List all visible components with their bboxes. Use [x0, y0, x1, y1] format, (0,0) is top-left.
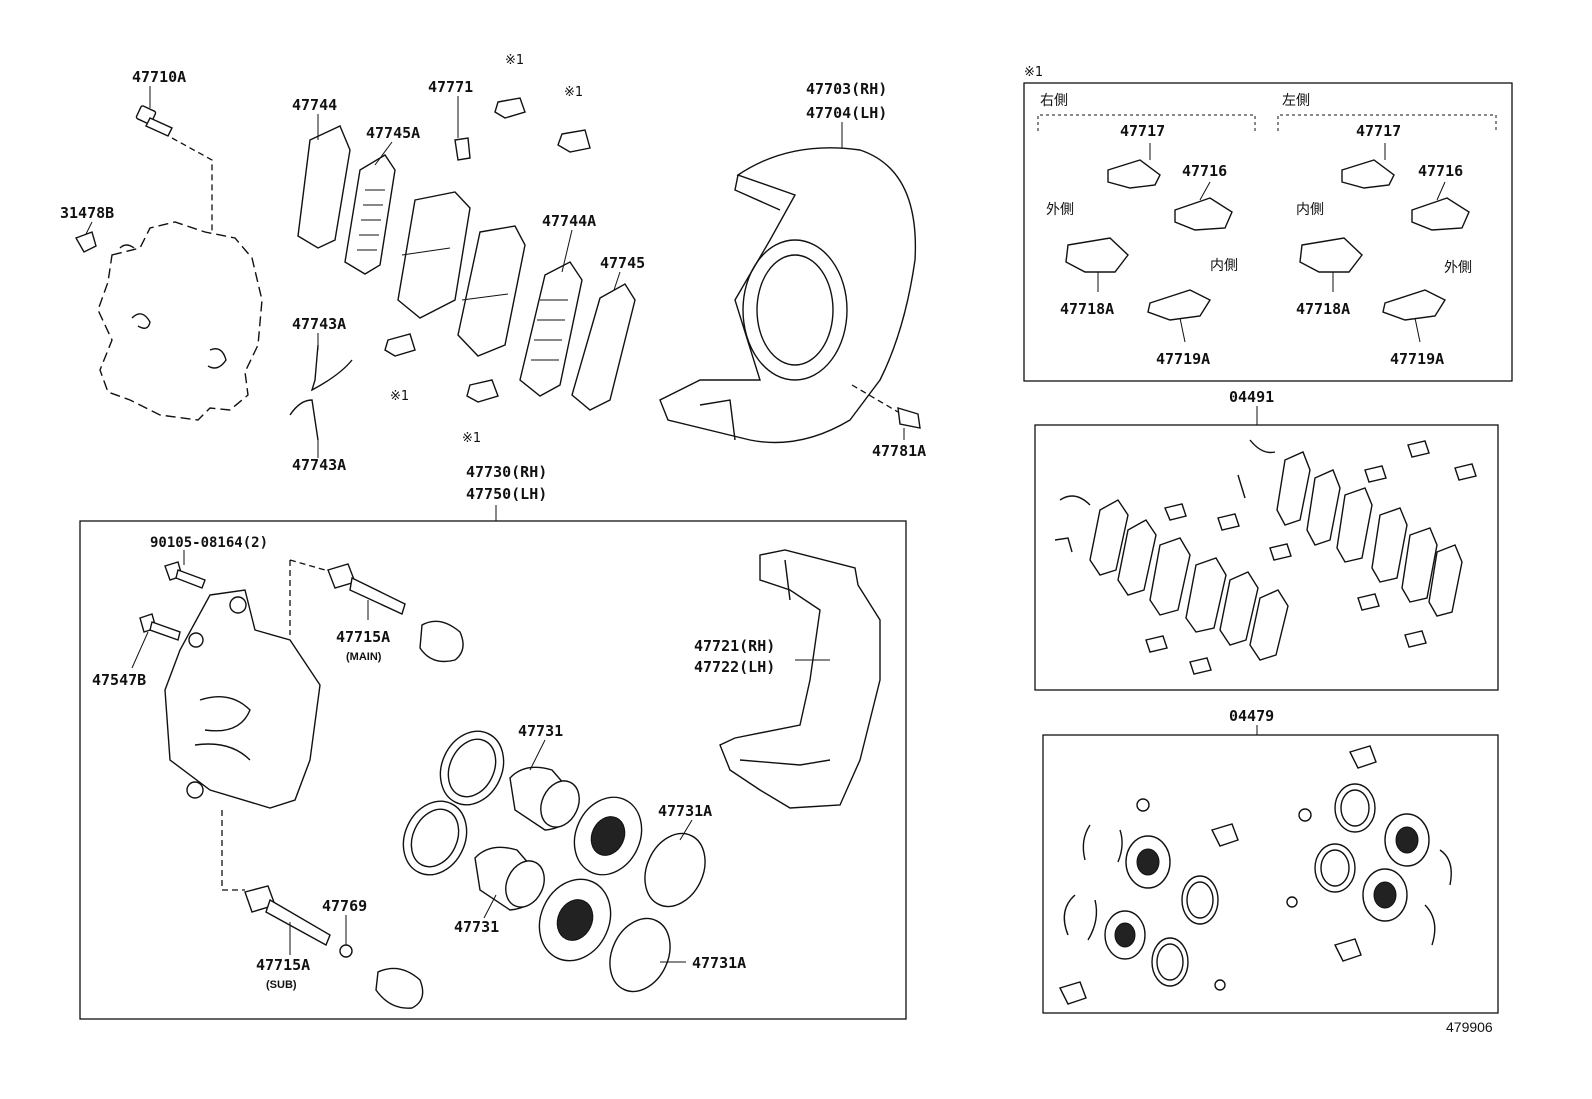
label-47781a: 47781A: [872, 442, 926, 460]
inset-l-outer: 外側: [1444, 260, 1472, 276]
label-sub-note: (SUB): [266, 979, 297, 991]
leader-lines: [85, 86, 905, 963]
piston-seal-kit-parts: [402, 730, 706, 993]
label-47771: 47771: [428, 78, 473, 96]
mounting-bracket-part: [719, 549, 881, 809]
pad-support-plates: [384, 97, 591, 403]
inset-clip-drawings: [1065, 143, 1470, 343]
inset-r-47718a: 47718A: [1060, 300, 1114, 318]
label-47744a: 47744A: [542, 212, 596, 230]
label-47721-rh: 47721(RH): [694, 637, 775, 655]
inset-r-47716: 47716: [1182, 162, 1227, 180]
seal-kit-04479-drawings: [1059, 745, 1452, 1005]
inset-l-inner: 内側: [1296, 202, 1324, 218]
anti-squeal-shim-47745a-part: [344, 154, 396, 275]
label-47744: 47744: [292, 96, 337, 114]
bolts-90105-08164-part: [139, 561, 206, 641]
label-47745a: 47745A: [366, 124, 420, 142]
label-47731a-top: 47731A: [658, 802, 712, 820]
inset-l-47717: 47717: [1356, 122, 1401, 140]
note-mark-4: ※1: [462, 431, 481, 446]
bolt-47781a-part: [851, 384, 921, 429]
inset-r-outer: 外側: [1046, 202, 1074, 218]
label-47731-bottom: 47731: [454, 918, 499, 936]
label-47730-rh: 47730(RH): [466, 463, 547, 481]
note-mark-2: ※1: [564, 85, 583, 100]
label-90105-08164: 90105-08164(2): [150, 535, 268, 551]
anti-squeal-shim-47744a-part: [519, 261, 583, 397]
pad-wear-indicator-47743a-part: [289, 344, 353, 441]
slide-pin-main-part: [289, 559, 464, 663]
label-47743a-top: 47743A: [292, 315, 346, 333]
inset-box-mark: ※1: [1024, 65, 1043, 80]
disc-brake-pad-outer-part: [397, 191, 471, 319]
label-47704-lh: 47704(LH): [806, 104, 887, 122]
inset-l-47718a: 47718A: [1296, 300, 1350, 318]
illustration-number: 479906: [1446, 1019, 1493, 1035]
inset-right-side-label: 右側: [1040, 93, 1068, 109]
inset-r-inner: 内側: [1210, 258, 1238, 274]
cap-31478b-part: [74, 231, 97, 253]
label-47715a-sub: 47715A: [256, 956, 310, 974]
inset-left-side-label: 左側: [1282, 93, 1310, 109]
label-47731a-bottom: 47731A: [692, 954, 746, 972]
label-47703-rh: 47703(RH): [806, 80, 887, 98]
pad-kit-box: [1034, 424, 1499, 691]
slide-pin-sub-part: [221, 810, 424, 1009]
caliper-outline-drawing: [97, 221, 263, 421]
label-04479: 04479: [1229, 707, 1274, 725]
pad-kit-04491-drawings: [1054, 439, 1477, 675]
note-mark-1: ※1: [505, 53, 524, 68]
label-main-note: (MAIN): [346, 651, 382, 663]
label-47769: 47769: [322, 897, 367, 915]
bleeder-plug-47710a-part: [135, 105, 213, 232]
label-47715a-main: 47715A: [336, 628, 390, 646]
label-31478b: 31478B: [60, 204, 114, 222]
inset-r-47717: 47717: [1120, 122, 1165, 140]
left-side-bracket: [1277, 114, 1497, 131]
disc-brake-dust-cover-part: [659, 147, 917, 444]
note-mark-3: ※1: [390, 389, 409, 404]
label-47743a-bottom: 47743A: [292, 456, 346, 474]
label-47731-top: 47731: [518, 722, 563, 740]
cylinder-body-part: [164, 589, 321, 809]
label-47722-lh: 47722(LH): [694, 658, 775, 676]
caliper-assembly-box: [79, 520, 907, 1020]
inset-l-47716: 47716: [1418, 162, 1463, 180]
seal-kit-box: [1042, 734, 1499, 1014]
anti-squeal-shim-47745-part: [571, 283, 636, 411]
clip-inset-box: [1023, 82, 1513, 382]
label-47710a: 47710A: [132, 68, 186, 86]
inset-l-47719a: 47719A: [1390, 350, 1444, 368]
anti-squeal-shim-47744-part: [297, 125, 351, 249]
label-04491: 04491: [1229, 388, 1274, 406]
right-side-bracket: [1037, 114, 1256, 131]
label-47547b: 47547B: [92, 671, 146, 689]
disc-brake-pad-inner-part: [457, 225, 526, 357]
label-47750-lh: 47750(LH): [466, 485, 547, 503]
inset-r-47719a: 47719A: [1156, 350, 1210, 368]
label-47745: 47745: [600, 254, 645, 272]
